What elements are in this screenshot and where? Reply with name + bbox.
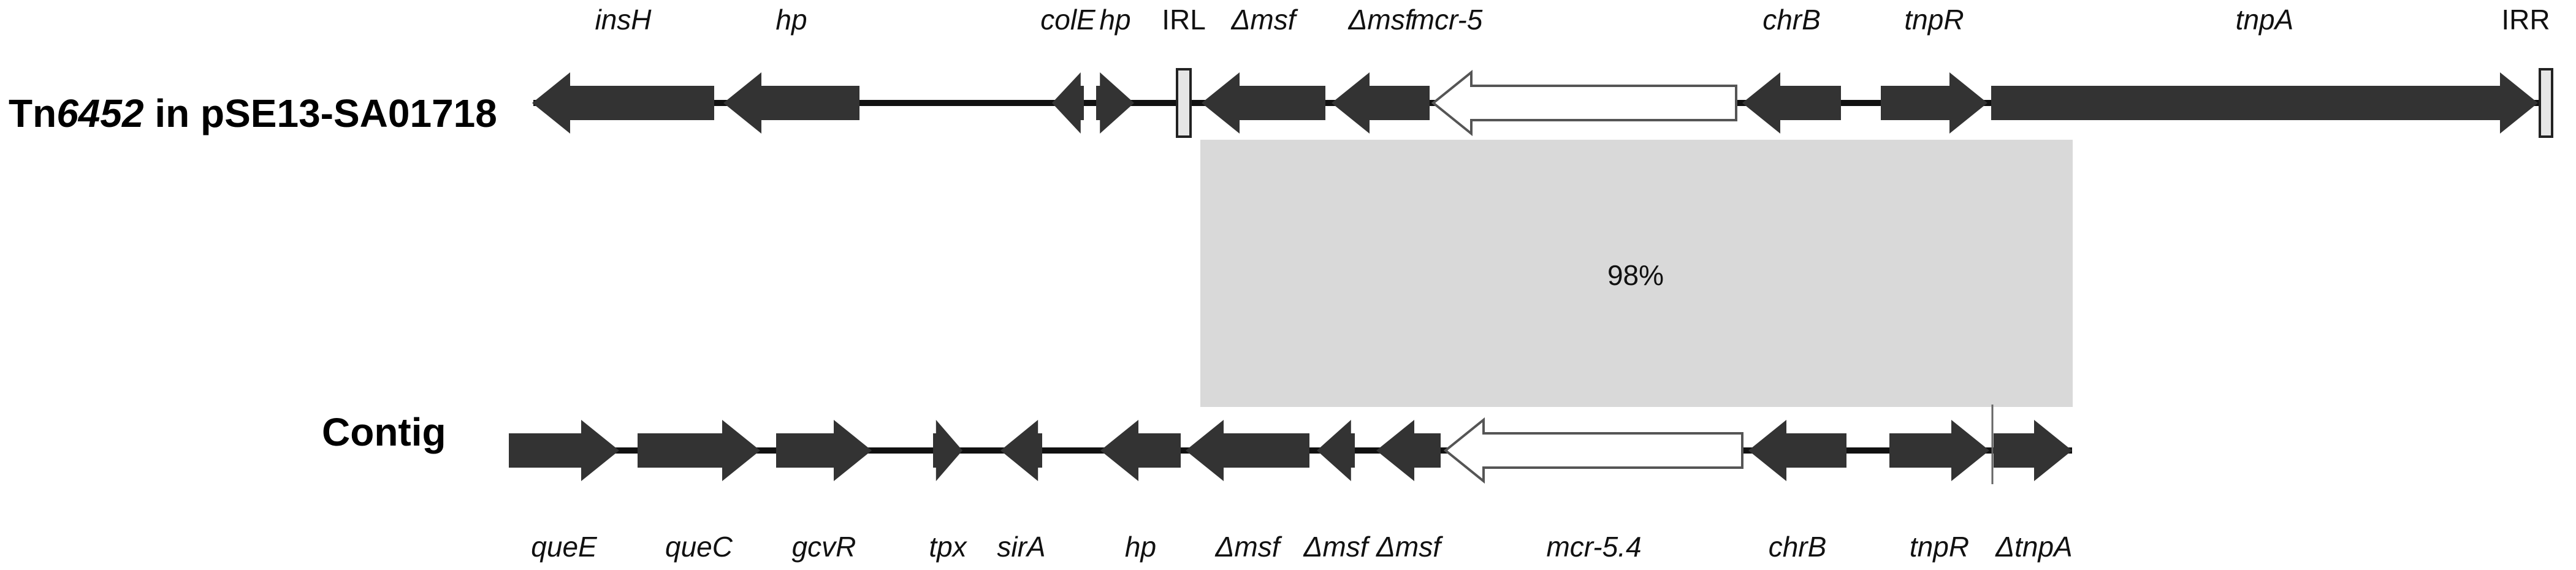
top-gene-label-cole: colE [1040,4,1096,36]
top-gene-label-irr: IRR [2501,4,2550,36]
top-gene-label-irl: IRL [1162,4,1206,36]
bottom-gene-arrow-hp [1100,420,1181,481]
bottom-gene-arrow-tpx [933,420,962,481]
top-track-label-number: 6452 [56,91,143,135]
bottom-gene-label-delta-msf: Δmsf [1376,531,1443,563]
top-gene-arrow-delta-msf [1332,72,1430,134]
top-gene-arrow-hp [723,72,859,134]
bottom-gene-arrow-quec [638,420,760,481]
bottom-gene-arrow-chrb [1748,420,1846,481]
top-gene-label-hp: hp [775,4,807,36]
top-ir-marker-irl [1176,68,1192,138]
bottom-gene-label-quec: queC [665,531,733,563]
bottom-gene-arrow-mcr-5-4 [1443,417,1743,484]
top-gene-label-tnpr: tnpR [1904,4,1964,36]
top-gene-arrow-mcr-5 [1431,69,1737,137]
top-gene-label-delta-msf: Δmsf [1348,4,1416,36]
bottom-track-label: Contig [322,410,446,454]
identity-percent-label: 98% [1607,259,1664,291]
bottom-gene-label-tpx: tpx [929,531,967,563]
bottom-gene-label-tnpr: tnpR [1910,531,1969,563]
identity-block [1200,140,2073,407]
bottom-gene-label-delta-msf: Δmsf [1303,531,1371,563]
top-gene-label-insh: insH [595,4,652,36]
top-gene-arrow-hp [1096,72,1134,134]
top-gene-label-delta-msf: Δmsf [1231,4,1298,36]
top-gene-arrow-insh [532,72,714,134]
bottom-gene-arrow-delta-msf [1376,420,1441,481]
bottom-gene-arrow-sira [1000,420,1042,481]
bottom-gene-label-chrb: chrB [1769,531,1827,563]
bottom-gene-label-delta-tnpa: ΔtnpA [1995,531,2073,563]
top-gene-label-mcr-5: mcr-5 [1411,4,1483,36]
top-gene-label-hp: hp [1099,4,1130,36]
top-gene-arrow-chrb [1742,72,1841,134]
top-gene-arrow-tnpa [1991,72,2538,134]
top-gene-label-chrb: chrB [1762,4,1821,36]
bottom-gene-arrow-tnpr [1889,420,1989,481]
top-track-label: Tn6452 in pSE13-SA01718 [9,91,497,135]
top-gene-arrow-tnpr [1881,72,1987,134]
top-gene-arrow-cole [1052,72,1084,134]
top-gene-label-tnpa: tnpA [2236,4,2294,36]
bottom-gene-label-mcr-5-4: mcr-5.4 [1546,531,1641,563]
bottom-gene-arrow-delta-tnpa [1994,420,2072,481]
top-ir-marker-irr [2539,68,2553,138]
top-gene-arrow-delta-msf [1202,72,1325,134]
bottom-gene-label-sira: sirA [997,531,1045,563]
bottom-gene-arrow-delta-msf [1317,420,1355,481]
bottom-gene-label-quee: queE [531,531,598,563]
bottom-gene-label-gcvr: gcvR [792,531,856,563]
bottom-gene-arrow-quee [509,420,619,481]
top-track-label-suffix: in pSE13-SA01718 [144,91,497,135]
top-track-label-prefix: Tn [9,91,56,135]
bottom-gene-label-delta-msf: Δmsf [1215,531,1282,563]
bottom-gene-arrow-gcvr [776,420,872,481]
bottom-gene-arrow-delta-msf [1186,420,1309,481]
bottom-gene-label-hp: hp [1125,531,1156,563]
